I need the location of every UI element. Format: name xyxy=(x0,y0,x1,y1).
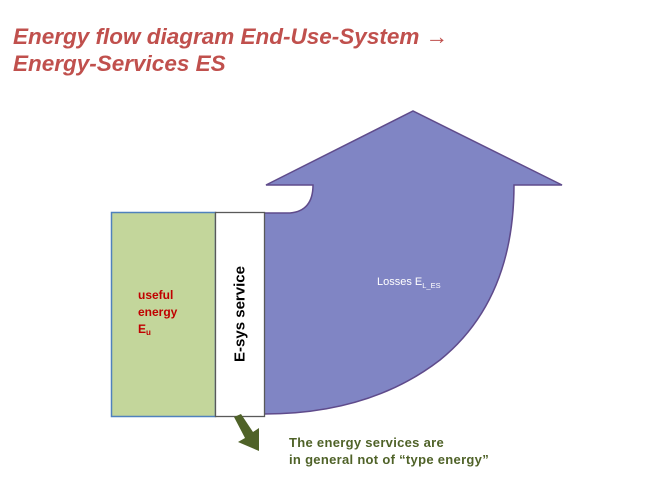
slide-title-line-2: Energy-Services ES xyxy=(13,51,226,76)
energy-services-note: The energy services are in general not o… xyxy=(289,434,489,468)
energy-services-note-line-2: in general not of “type energy” xyxy=(289,452,489,467)
losses-label-subscript: L_ES xyxy=(422,281,441,290)
useful-energy-line-1: useful xyxy=(138,288,174,302)
energy-services-note-line-1: The energy services are xyxy=(289,435,445,450)
useful-energy-symbol-base: E xyxy=(138,322,147,336)
useful-energy-symbol-subscript: u xyxy=(146,328,151,337)
useful-energy-symbol: Eu xyxy=(138,321,177,341)
losses-label-base: Losses E xyxy=(377,276,423,288)
green-down-arrow xyxy=(234,414,259,451)
useful-energy-box xyxy=(110,211,217,418)
losses-arrow xyxy=(263,110,563,415)
e-sys-service-box xyxy=(214,211,266,418)
slide-title-line-1: Energy flow diagram End-Use-System → xyxy=(13,24,449,49)
slide-title: Energy flow diagram End-Use-System → Ene… xyxy=(13,23,448,77)
useful-energy-label: useful energy Eu xyxy=(138,287,177,341)
e-sys-service-label: E-sys service xyxy=(231,266,249,362)
losses-label: Losses EL_ES xyxy=(377,276,441,290)
useful-energy-line-2: energy xyxy=(138,305,178,319)
